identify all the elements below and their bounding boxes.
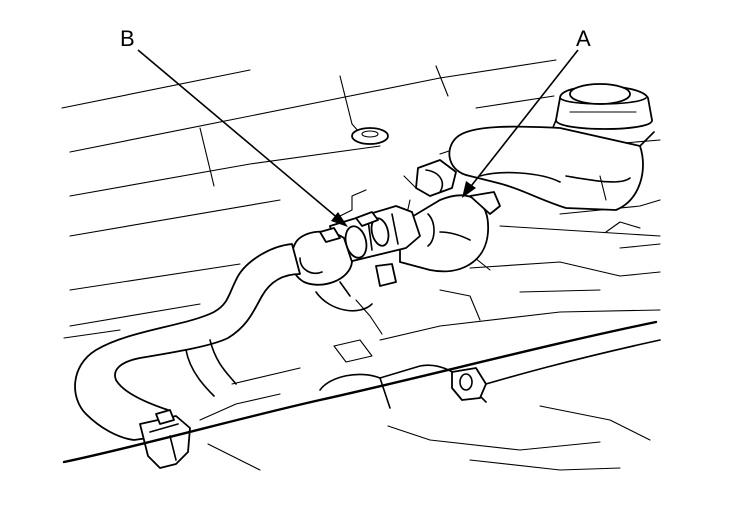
callout-label-a: A <box>576 26 591 51</box>
callout-label-b: B <box>120 26 135 51</box>
grommet <box>351 127 389 145</box>
main-hose <box>74 243 301 441</box>
upper-clamp <box>403 159 457 197</box>
lower-frame <box>62 299 661 464</box>
leader-line-a <box>462 49 579 198</box>
upper-hose <box>448 125 644 211</box>
connector-tube <box>329 205 421 265</box>
leader-line-b <box>137 49 348 227</box>
right-hose-section <box>399 191 501 273</box>
lower-clamp <box>139 409 191 469</box>
left-clamp <box>290 227 397 312</box>
